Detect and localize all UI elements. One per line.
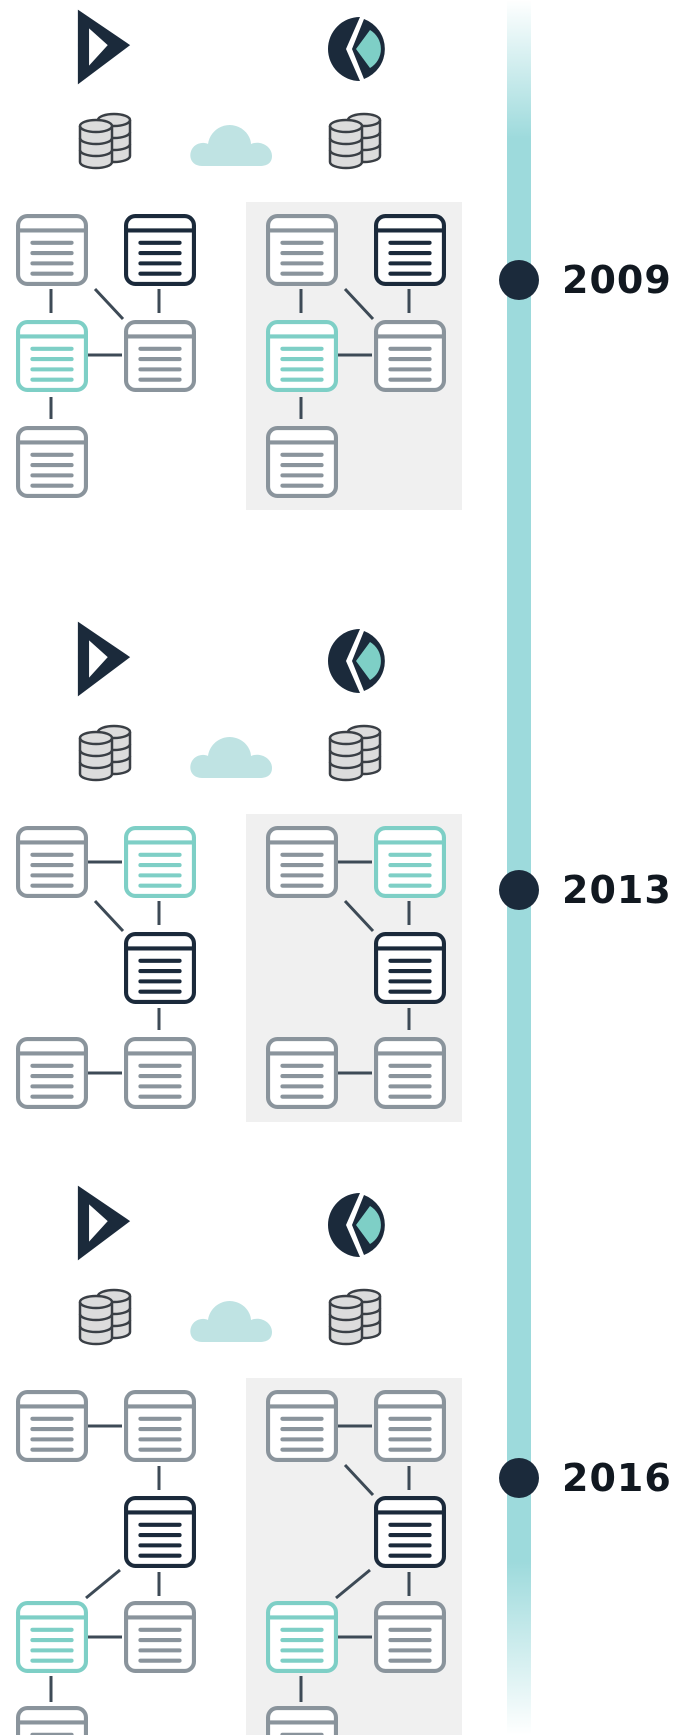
k-logo-icon: [328, 1193, 385, 1257]
timeline-marker: [499, 1458, 539, 1498]
table-card-icon: [376, 1498, 444, 1566]
destination-table-graph: [268, 828, 444, 1107]
cloud-icon: [190, 124, 272, 166]
table-card-icon: [268, 828, 336, 896]
database-icon: [328, 1288, 382, 1346]
table-card-icon: [376, 322, 444, 390]
table-card-icon: [18, 428, 86, 496]
table-card-icon: [18, 1392, 86, 1460]
k-logo-icon: [328, 629, 385, 693]
milestone-2016: 2016: [0, 1176, 674, 1735]
table-card-icon: [376, 216, 444, 284]
table-card-icon: [376, 1603, 444, 1671]
cloud-icon: [190, 1300, 272, 1342]
table-card-icon: [18, 828, 86, 896]
table-card-icon: [268, 1039, 336, 1107]
table-card-icon: [126, 1392, 194, 1460]
table-card-icon: [376, 1039, 444, 1107]
table-card-icon: [376, 828, 444, 896]
timeline-marker: [499, 260, 539, 300]
database-icon: [78, 112, 132, 170]
destination-table-graph: [268, 1392, 444, 1735]
table-card-icon: [268, 1708, 336, 1735]
destination-table-graph: [268, 216, 444, 496]
table-card-icon: [268, 1392, 336, 1460]
database-icon: [328, 112, 382, 170]
table-card-icon: [18, 1039, 86, 1107]
table-card-icon: [126, 934, 194, 1002]
table-card-icon: [126, 1498, 194, 1566]
milestone-year: 2016: [562, 1456, 672, 1500]
table-card-icon: [268, 322, 336, 390]
milestone-year: 2013: [562, 868, 672, 912]
table-card-icon: [126, 828, 194, 896]
milestone-2013: 2013: [0, 612, 674, 1132]
table-card-icon: [268, 1603, 336, 1671]
cloud-icon: [190, 736, 272, 778]
table-card-icon: [18, 322, 86, 390]
integration-diagram-2009: [0, 9, 462, 510]
source-table-graph: [18, 1392, 194, 1735]
dynamics-logo-icon: [77, 621, 131, 697]
table-card-icon: [268, 428, 336, 496]
k-logo-icon: [328, 17, 385, 81]
table-card-icon: [18, 1708, 86, 1735]
database-icon: [78, 724, 132, 782]
integration-diagram-2016: [0, 1185, 462, 1735]
timeline-marker: [499, 870, 539, 910]
dynamics-logo-icon: [77, 9, 131, 85]
milestone-2009: 2009: [0, 0, 674, 510]
table-card-icon: [376, 934, 444, 1002]
table-card-icon: [126, 1603, 194, 1671]
milestone-year: 2009: [562, 258, 672, 302]
integration-diagram-2013: [0, 621, 462, 1122]
source-table-graph: [18, 828, 194, 1107]
dynamics-logo-icon: [77, 1185, 131, 1261]
database-icon: [78, 1288, 132, 1346]
table-card-icon: [18, 1603, 86, 1671]
table-card-icon: [126, 322, 194, 390]
source-table-graph: [18, 216, 194, 496]
table-card-icon: [126, 1039, 194, 1107]
table-card-icon: [126, 216, 194, 284]
table-card-icon: [268, 216, 336, 284]
table-card-icon: [376, 1392, 444, 1460]
database-icon: [328, 724, 382, 782]
table-card-icon: [18, 216, 86, 284]
